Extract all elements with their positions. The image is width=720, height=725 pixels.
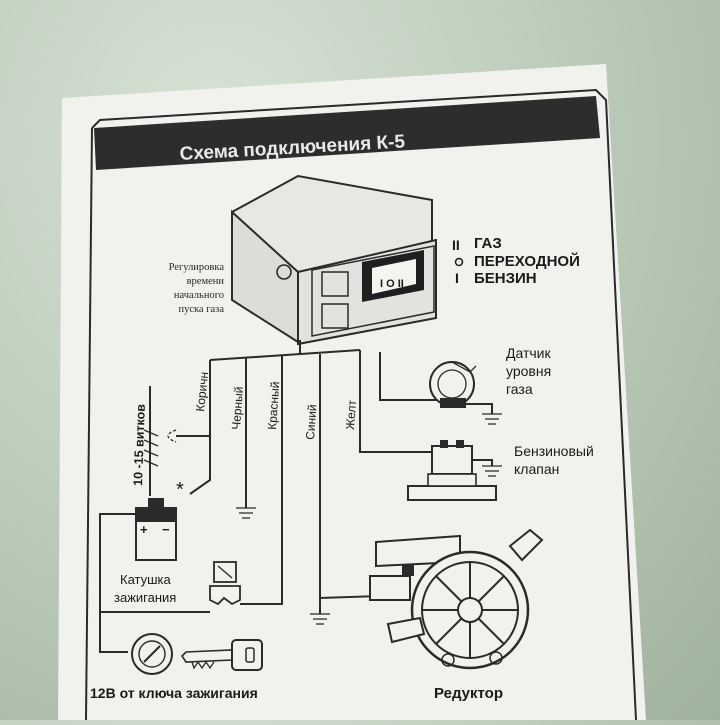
wire-label-brown: Коричн [193, 371, 211, 412]
ignition-coil-icon [135, 498, 177, 561]
reducer-icon [369, 528, 544, 670]
controller-unit: I O II [231, 174, 437, 346]
mode-label-transition: ПЕРЕХОДНОЙ [474, 252, 580, 270]
gas-sensor-label-line1: Датчик [506, 345, 551, 361]
svg-text:начального: начального [174, 290, 224, 301]
wire-harness [209, 340, 361, 361]
paper [58, 64, 646, 720]
key-icon [180, 639, 263, 671]
wire-brown [176, 360, 211, 495]
coil-label-line2: зажигания [114, 590, 176, 605]
mode-label-petrol: БЕНЗИН [474, 270, 537, 287]
coil-asterisk: * [176, 479, 184, 501]
coil-plus: + [140, 522, 148, 537]
petrol-valve-label-line1: Бензиновый [514, 443, 594, 459]
petrol-valve-icon [407, 440, 502, 501]
frame-border [85, 88, 637, 721]
ground-icon [482, 465, 502, 477]
ignition-label: 12В от ключа зажигания [90, 685, 258, 701]
title-bar [94, 96, 600, 170]
coil-minus: − [162, 522, 170, 537]
svg-text:Регулировка: Регулировка [169, 262, 225, 273]
ground-icon [236, 507, 256, 519]
ground-icon [482, 413, 502, 425]
coil-label-line1: Катушка [120, 572, 172, 587]
adjust-knob-icon[interactable] [276, 264, 292, 280]
mode-symbol-gas: II [452, 237, 460, 253]
reducer-label: Редуктор [434, 685, 503, 702]
gas-sensor-label-line3: газа [506, 381, 533, 397]
svg-text:I O II: I O II [380, 278, 404, 290]
wire-yellow [359, 350, 444, 453]
adjust-label: Регулировка времени начального пуска газ… [169, 262, 225, 315]
mode-symbol-petrol: I [455, 270, 459, 286]
mode-label-gas: ГАЗ [474, 235, 502, 252]
mode-legend: II ГАЗ ПЕРЕХОДНОЙ I БЕНЗИН [452, 235, 580, 287]
coil-turns-label: 10 -15 витков [131, 404, 148, 487]
wire-label-yellow: Желт [343, 399, 359, 430]
wire-label-blue: Синий [303, 404, 319, 440]
wire-red [240, 356, 283, 605]
gas-level-sensor-icon [429, 361, 502, 425]
wire-label-red: Красный [265, 381, 282, 430]
ignition-lock-icon [131, 633, 173, 675]
svg-text:времени: времени [187, 276, 225, 287]
wire-coil-power [99, 513, 210, 653]
mode-symbol-transition [454, 257, 464, 267]
coil-turns-icon [143, 429, 159, 467]
svg-text:пуска газа: пуска газа [178, 304, 224, 315]
gas-sensor-label-line2: уровня [506, 363, 551, 379]
petrol-valve-label-line2: клапан [514, 461, 559, 477]
wire-label-black: Черный [229, 386, 246, 430]
fuse-icon [209, 561, 241, 606]
